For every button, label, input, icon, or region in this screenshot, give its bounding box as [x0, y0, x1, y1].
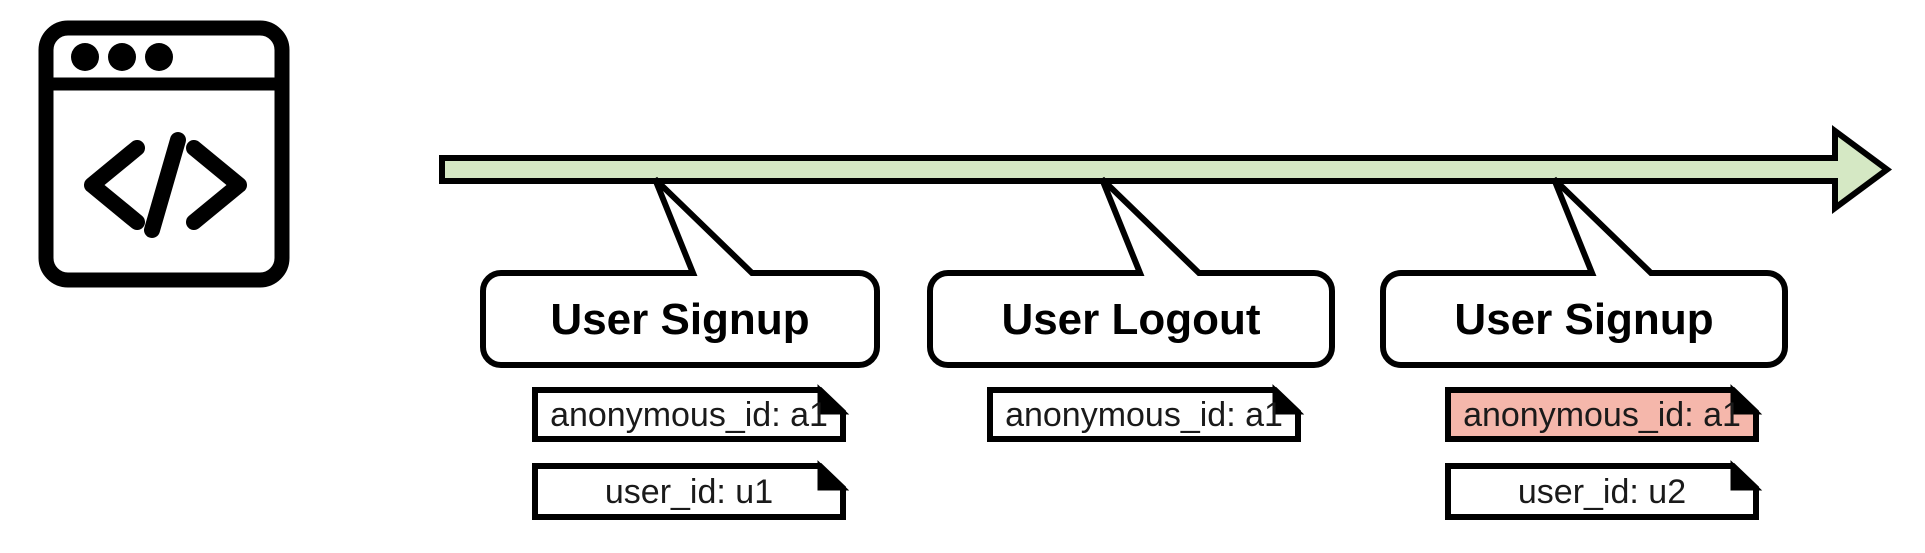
- property-note-1-1[interactable]: anonymous_id: a1: [532, 384, 850, 442]
- property-note-body-3-1: [1445, 387, 1759, 442]
- property-note-body-2-1: [987, 387, 1301, 442]
- property-label-1-2: user_id: u1: [605, 473, 773, 511]
- timeline-arrow: [439, 125, 1893, 214]
- window-dot-3-icon: [145, 43, 173, 71]
- property-note-2-1[interactable]: anonymous_id: a1: [987, 384, 1305, 442]
- event-title-1: User Signup: [550, 295, 809, 344]
- note-folded-corner-icon: [1272, 384, 1305, 415]
- note-folded-corner-icon: [1730, 460, 1763, 491]
- window-dot-1-icon: [71, 43, 99, 71]
- property-note-body-1-2: [532, 463, 846, 520]
- window-dot-2-icon: [108, 43, 136, 71]
- note-folded-corner-icon: [817, 460, 850, 491]
- property-note-3-1[interactable]: anonymous_id: a1: [1445, 384, 1763, 442]
- property-label-3-1: anonymous_id: a1: [1463, 396, 1741, 434]
- property-label-1-1: anonymous_id: a1: [550, 396, 828, 434]
- note-folded-corner-icon: [817, 384, 850, 415]
- note-folded-corner-icon: [1730, 384, 1763, 415]
- event-group-3: User Signup anonymous_id: a1 user_id: u2: [1380, 176, 1788, 520]
- event-title-2: User Logout: [1001, 295, 1260, 344]
- code-window-frame: [38, 20, 290, 288]
- event-callout-1[interactable]: [480, 176, 880, 368]
- angle-bracket-left-icon: [84, 140, 145, 230]
- property-label-2-1: anonymous_id: a1: [1005, 396, 1283, 434]
- event-callout-3[interactable]: [1380, 176, 1788, 368]
- event-group-1: User Signup anonymous_id: a1 user_id: u1: [480, 176, 880, 520]
- event-title-3: User Signup: [1454, 295, 1713, 344]
- property-note-3-2[interactable]: user_id: u2: [1445, 460, 1763, 520]
- property-note-1-2[interactable]: user_id: u1: [532, 460, 850, 520]
- angle-bracket-right-icon: [186, 140, 247, 230]
- code-window-icon: [38, 20, 290, 288]
- slash-icon: [144, 132, 186, 238]
- property-label-3-2: user_id: u2: [1518, 473, 1686, 511]
- property-note-body-3-2: [1445, 463, 1759, 520]
- event-callout-2[interactable]: [927, 176, 1335, 368]
- property-note-body-1-1: [532, 387, 846, 442]
- event-group-2: User Logout anonymous_id: a1: [927, 176, 1335, 442]
